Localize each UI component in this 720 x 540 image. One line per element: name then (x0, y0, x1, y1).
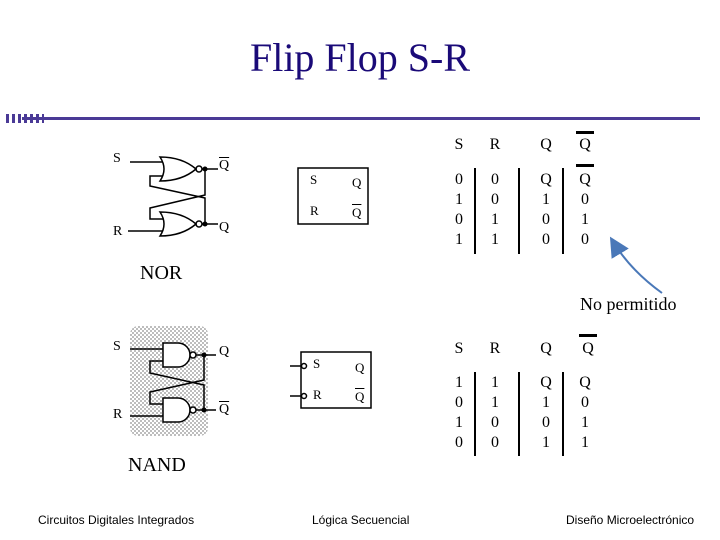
table-cell: 1 (455, 414, 463, 431)
nor-gate-bottom (158, 211, 198, 237)
nor-block-s: S (310, 172, 318, 187)
table-cell: 0 (455, 211, 463, 228)
table-cell: 0 (455, 171, 463, 188)
nand-input-r-label: R (113, 407, 123, 422)
table-cell: 1 (581, 211, 589, 228)
nor-col-r: 0 0 1 1 (475, 170, 515, 250)
footer-left: Circuitos Digitales Integrados (38, 513, 195, 527)
table-cell: 1 (491, 374, 499, 391)
nor-table-divider-1 (474, 168, 476, 254)
nand-block-r: R (313, 387, 322, 402)
nor-table-divider-3 (562, 168, 564, 254)
nor-block-qbar: Q (352, 205, 362, 220)
nor-input-s-label: S (113, 151, 121, 166)
table-cell: 0 (581, 191, 589, 208)
nand-col-qbar: Q 0 1 1 (565, 373, 605, 453)
table-cell: 1 (455, 191, 463, 208)
table-cell: 0 (581, 394, 589, 411)
nand-header-qbar: Q (582, 340, 594, 357)
nor-header-qbar: Q (579, 136, 591, 153)
nor-label: NOR (140, 262, 183, 284)
nand-block-s: S (313, 356, 321, 371)
nor-col-qbar: Q 0 1 0 (565, 170, 605, 250)
annotation-arrow (609, 236, 663, 294)
slide-title: Flip Flop S-R (249, 35, 471, 80)
nor-circuit (128, 156, 369, 237)
nand-header-s: S (454, 340, 464, 357)
nor-col-q: Q 1 0 0 (526, 170, 566, 250)
nor-input-r-label: R (113, 224, 123, 239)
table-cell: 0 (491, 434, 499, 451)
nand-output-q-label: Q (219, 344, 230, 359)
table-cell: 0 (581, 231, 589, 248)
nand-circuit (130, 326, 372, 436)
nor-header-s: S (454, 136, 464, 153)
table-cell: 0 (455, 394, 463, 411)
table-cell: 1 (542, 394, 550, 411)
nor-gate-top (158, 156, 198, 182)
nand-col-s: 1 0 1 0 (439, 373, 479, 453)
table-cell: 0 (542, 211, 550, 228)
nor-output-q-label: Q (219, 220, 230, 235)
table-cell: 1 (455, 374, 463, 391)
nor-header-qbar-overline (576, 131, 594, 134)
table-cell: 0 (455, 434, 463, 451)
nor-block (297, 167, 369, 225)
footer-center: Lógica Secuencial (312, 513, 410, 527)
table-cell: 0 (542, 414, 550, 431)
table-cell: 1 (491, 394, 499, 411)
nand-block (300, 351, 372, 409)
table-cell: 0 (491, 171, 499, 188)
nand-header-q: Q (540, 340, 552, 357)
nor-block-q: Q (352, 175, 362, 190)
nor-table-divider-2 (518, 168, 520, 254)
table-cell: 1 (542, 191, 550, 208)
nand-table-divider-3 (562, 372, 564, 456)
nand-header-qbar-overline (579, 334, 597, 337)
table-cell: 1 (455, 231, 463, 248)
table-cell: Q (579, 374, 591, 391)
nand-block-qbar: Q (355, 389, 365, 404)
footer-right: Diseño Microelectrónico (566, 513, 695, 527)
table-cell: 1 (542, 434, 550, 451)
nand-gate-top (162, 342, 191, 368)
nor-col-s: 0 1 0 1 (439, 170, 479, 250)
table-cell: Q (540, 374, 552, 391)
no-permitido-annotation: No permitido (580, 294, 677, 314)
nand-bubble-bottom (189, 406, 197, 414)
nor-header-r: R (489, 136, 501, 153)
nand-col-q: Q 1 0 1 (526, 373, 566, 453)
nand-input-s-label: S (113, 339, 121, 354)
nand-gate-bottom (162, 397, 191, 423)
table-cell: 0 (491, 414, 499, 431)
title-rule (22, 117, 700, 120)
nor-block-r: R (310, 203, 319, 218)
nand-table-divider-1 (474, 372, 476, 456)
nand-output-qbar-label: Q (219, 402, 230, 417)
table-cell: Q (540, 171, 552, 188)
nand-bubble-top (189, 351, 197, 359)
table-cell: 0 (542, 231, 550, 248)
table-cell: 0 (491, 191, 499, 208)
table-cell: 1 (581, 414, 589, 431)
nor-cell-qbar-overline (576, 164, 594, 167)
nor-output-qbar-label: Q (219, 158, 230, 173)
nand-table-divider-2 (518, 372, 520, 456)
nand-label: NAND (128, 454, 186, 476)
table-cell: 1 (491, 231, 499, 248)
nand-header-r: R (489, 340, 501, 357)
table-cell: Q (579, 171, 591, 188)
table-cell: 1 (491, 211, 499, 228)
nand-block-q: Q (355, 360, 365, 375)
nor-header-q: Q (540, 136, 552, 153)
nand-col-r: 1 1 0 0 (475, 373, 515, 453)
table-cell: 1 (581, 434, 589, 451)
